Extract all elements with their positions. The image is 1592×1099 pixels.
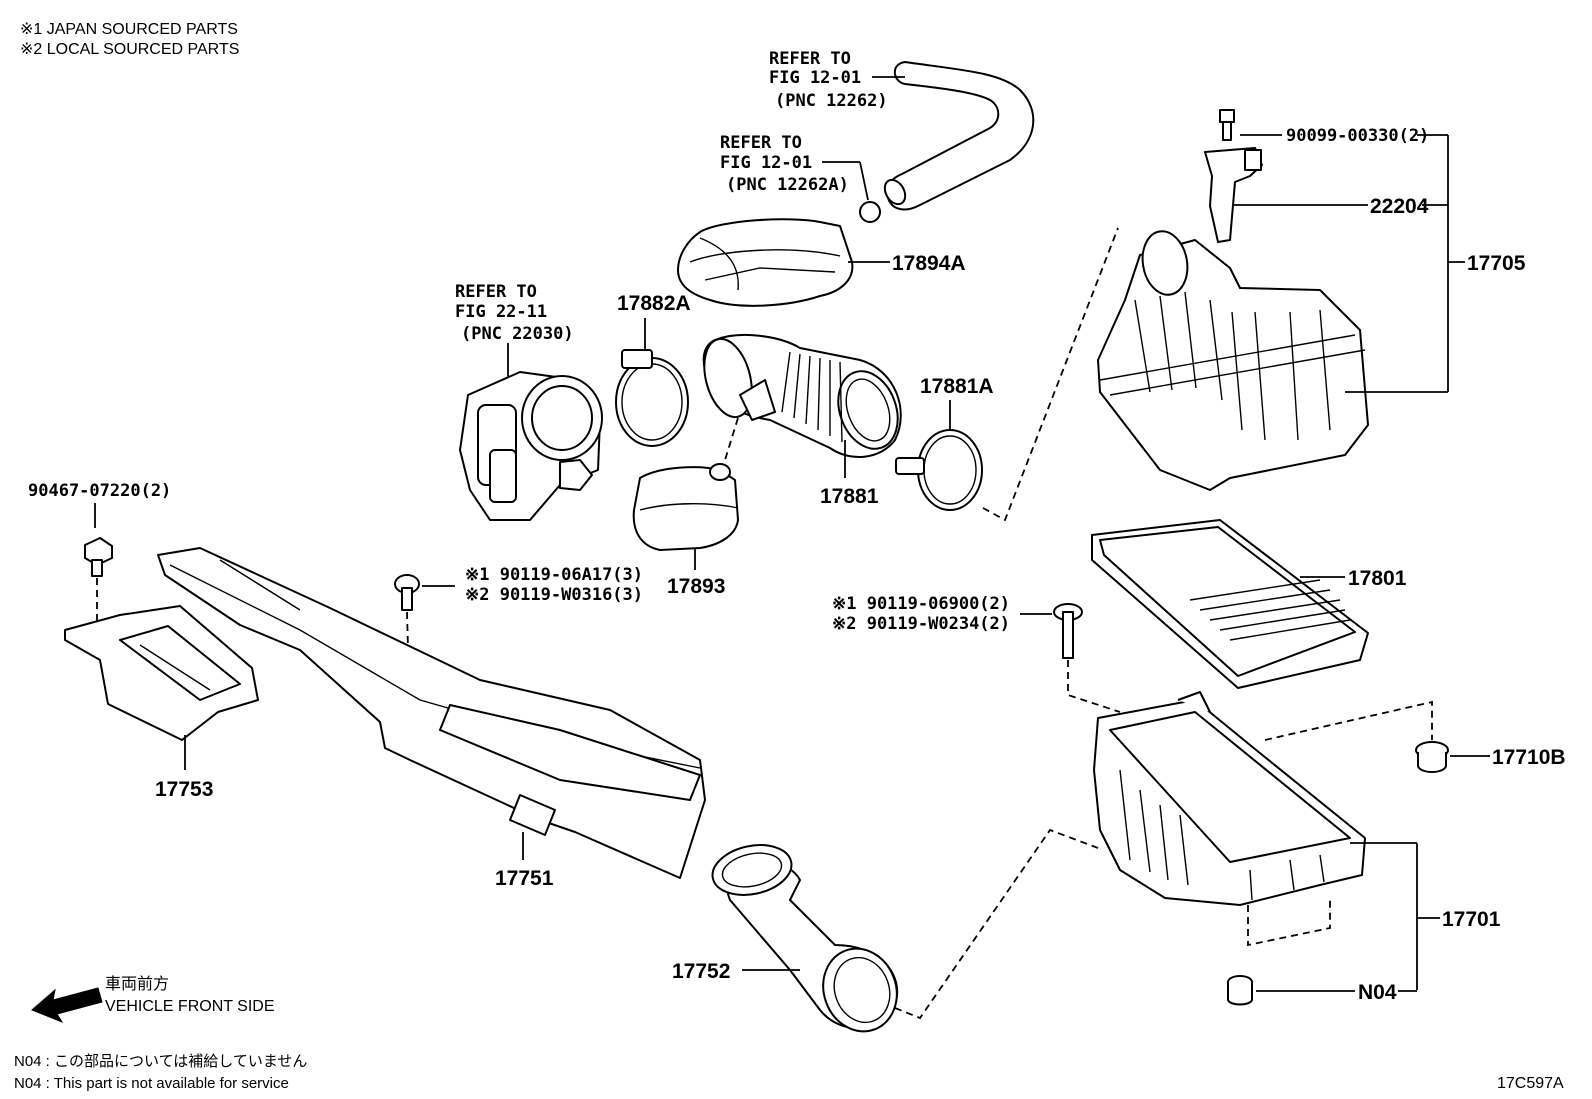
air-hose-17881-drawing <box>702 334 902 459</box>
ref2-line2: FIG 12-01 <box>720 153 812 173</box>
footnote-en: N04 : This part is not available for ser… <box>14 1075 289 1092</box>
front-direction-arrow-icon <box>31 987 103 1024</box>
direction-jp: 車両前方 <box>105 975 169 993</box>
diagram-code: 17C597A <box>1497 1075 1564 1092</box>
label-17881A: 17881A <box>920 375 994 398</box>
label-N04: N04 <box>1358 981 1397 1004</box>
resonator-17893-drawing <box>632 463 739 551</box>
n04-rubber-drawing <box>1227 975 1253 1006</box>
ref2-line1: REFER TO <box>720 133 802 153</box>
ref1-line3: (PNC 12262) <box>775 91 888 111</box>
label-17801: 17801 <box>1348 567 1407 590</box>
resonator-cover-drawing <box>677 218 854 307</box>
label-17753: 17753 <box>155 778 213 801</box>
label-90119b1: ※1 90119-06900(2) <box>832 594 1010 614</box>
bolt-90467-drawing <box>84 537 113 577</box>
filter-element-17801-drawing <box>1091 519 1369 689</box>
ref1-line2: FIG 12-01 <box>769 68 861 88</box>
label-90467: 90467-07220(2) <box>28 481 171 501</box>
direction-en: VEHICLE FRONT SIDE <box>105 998 275 1015</box>
mass-air-flow-sensor-drawing <box>1204 147 1263 243</box>
air-inlet-17752-drawing <box>711 844 899 1033</box>
label-17705: 17705 <box>1467 252 1526 275</box>
ref1-line1: REFER TO <box>769 49 851 69</box>
note-japan-sourced: ※1 JAPAN SOURCED PARTS <box>20 21 238 38</box>
footnote-jp: N04 : この部品については補給していません <box>14 1053 307 1070</box>
ref3-line3: (PNC 22030) <box>461 324 574 344</box>
ref3-line2: FIG 22-11 <box>455 302 547 322</box>
label-22204: 22204 <box>1370 195 1429 218</box>
label-17881: 17881 <box>820 485 879 508</box>
ref2-line3: (PNC 12262A) <box>726 175 849 195</box>
label-90119b2: ※2 90119-W0234(2) <box>832 614 1010 634</box>
air-duct-17751-drawing <box>157 547 706 879</box>
label-17882A: 17882A <box>617 292 691 315</box>
bolt-90099-drawing <box>1219 109 1235 141</box>
ref3-line1: REFER TO <box>455 282 537 302</box>
lower-case-17701-drawing <box>1093 691 1366 906</box>
label-17893: 17893 <box>667 575 725 598</box>
inlet-hose-drawing <box>859 61 1035 223</box>
label-17752: 17752 <box>672 960 730 983</box>
label-90099: 90099-00330(2) <box>1286 126 1429 146</box>
air-duct-17753-drawing <box>64 605 259 741</box>
label-17894A: 17894A <box>892 252 966 275</box>
label-90119a2: ※2 90119-W0316(3) <box>465 585 643 605</box>
label-17710B: 17710B <box>1492 746 1566 769</box>
clamp-17881A-drawing <box>895 429 983 511</box>
label-17751: 17751 <box>495 867 554 890</box>
label-90119a1: ※1 90119-06A17(3) <box>465 565 643 585</box>
note-local-sourced: ※2 LOCAL SOURCED PARTS <box>20 41 239 58</box>
bolt-90119-right-drawing <box>1053 603 1083 659</box>
bolt-90119-left-drawing <box>394 574 420 611</box>
label-17701: 17701 <box>1442 908 1501 931</box>
throttle-body-drawing <box>459 371 603 521</box>
upper-case-17705-drawing <box>1097 230 1369 491</box>
clamp-17882A-drawing <box>615 349 689 447</box>
grommet-17710B-drawing <box>1415 741 1449 773</box>
